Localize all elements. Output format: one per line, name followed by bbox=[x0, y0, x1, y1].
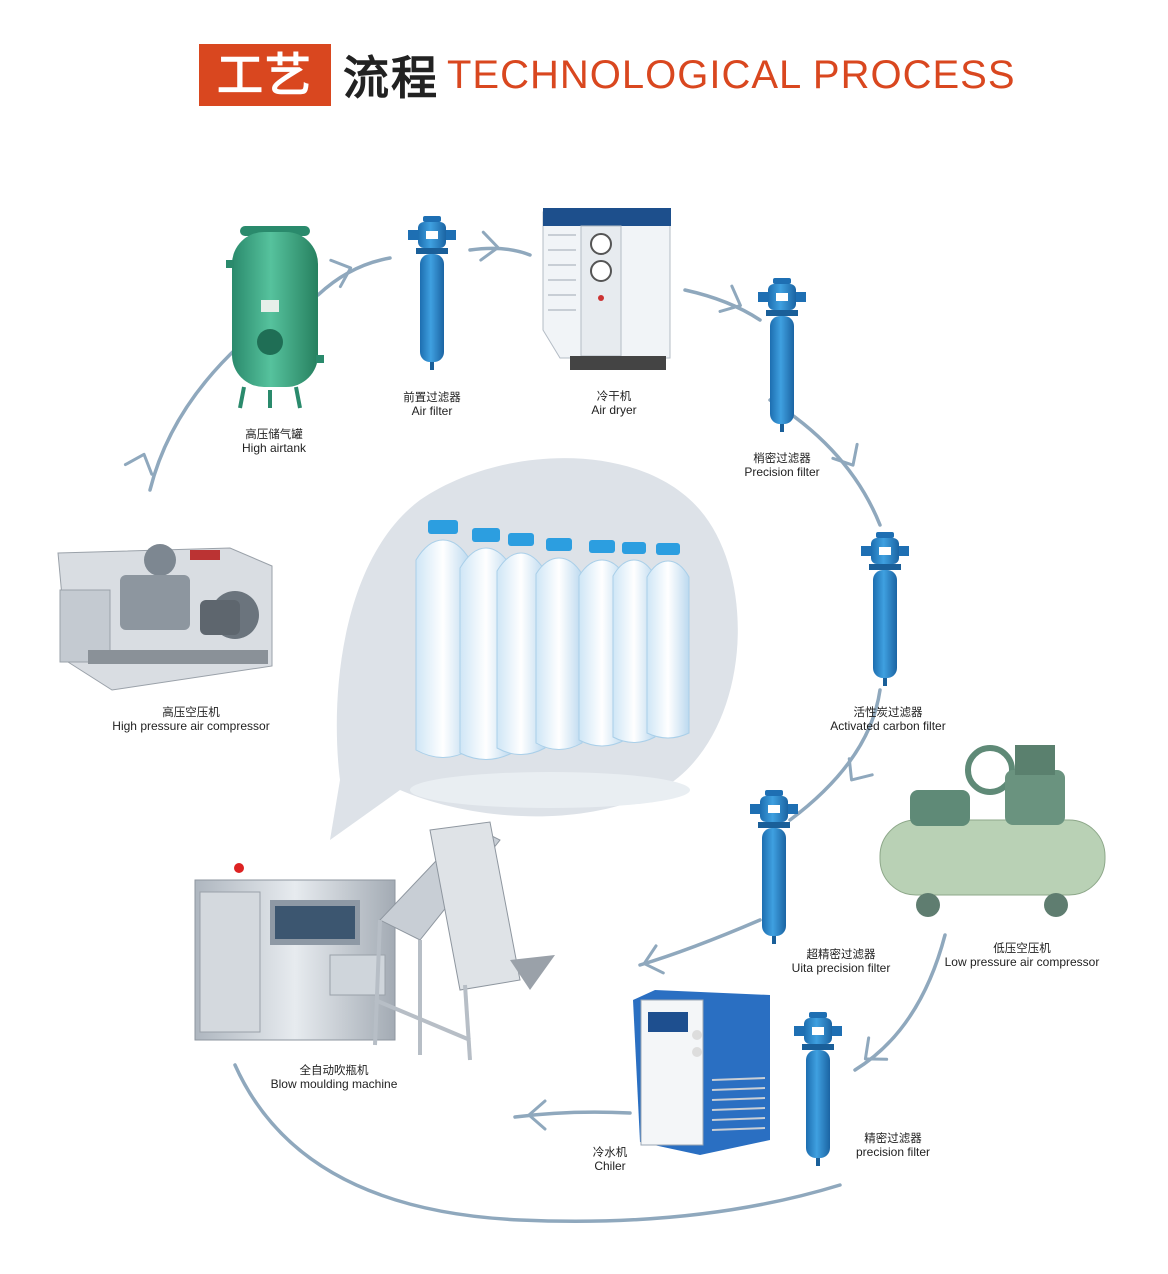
flow-line-precision-to-chiller bbox=[513, 1110, 632, 1119]
arrowhead bbox=[123, 448, 159, 476]
air-filter-image bbox=[408, 216, 456, 370]
label-en: Low pressure air compressor bbox=[944, 955, 1100, 969]
label-air-dryer: 冷干机 Air dryer bbox=[591, 389, 636, 417]
high-airtank-image bbox=[226, 226, 324, 409]
label-cn: 超精密过滤器 bbox=[806, 947, 876, 961]
label-cn: 高压空压机 bbox=[162, 705, 220, 719]
label-cn: 高压储气罐 bbox=[245, 427, 303, 441]
label-precision-filter-1: 梢密过滤器 Precision filter bbox=[744, 451, 819, 479]
flow-line-dryer-to-precision bbox=[683, 288, 762, 322]
label-cn: 低压空压机 bbox=[993, 941, 1051, 955]
label-chiller: 冷水机 Chiler bbox=[593, 1145, 628, 1173]
low-pressure-compressor-image bbox=[879, 745, 1106, 917]
label-cn: 活性炭过滤器 bbox=[853, 705, 923, 719]
flow-line-uita-to-blower bbox=[638, 918, 762, 967]
label-cn: 精密过滤器 bbox=[864, 1131, 922, 1145]
water-bottles-image bbox=[410, 520, 690, 808]
flow-lines bbox=[148, 246, 947, 1224]
high-pressure-compressor-image bbox=[57, 544, 273, 691]
label-en: Air dryer bbox=[591, 403, 637, 417]
flow-line-compressor-to-tank bbox=[148, 343, 242, 492]
label-low-pressure-compressor: 低压空压机 Low pressure air compressor bbox=[945, 941, 1100, 969]
label-cn: 全自动吹瓶机 bbox=[299, 1063, 369, 1077]
label-high-pressure-compressor: 高压空压机 High pressure air compressor bbox=[112, 705, 269, 733]
label-high-airtank: 高压储气罐 High airtank bbox=[242, 427, 306, 455]
label-cn: 冷干机 bbox=[596, 389, 632, 403]
label-en: precision filter bbox=[855, 1145, 931, 1159]
page-title: 工艺 流程 TECHNOLOGICAL PROCESS bbox=[199, 44, 1016, 106]
title-cn: 流程 bbox=[343, 51, 439, 105]
air-dryer-image bbox=[542, 208, 671, 370]
label-en: Uita precision filter bbox=[791, 961, 891, 975]
label-en: Chiler bbox=[594, 1159, 626, 1173]
precision-filter-2-image bbox=[794, 1012, 842, 1166]
flow-line-return-loop bbox=[233, 1063, 842, 1224]
label-en: High airtank bbox=[241, 441, 307, 455]
blow-moulding-machine-image bbox=[194, 821, 555, 1061]
title-en: TECHNOLOGICAL PROCESS bbox=[447, 52, 1016, 97]
label-cn: 冷水机 bbox=[592, 1145, 628, 1159]
label-en: High pressure air compressor bbox=[112, 719, 270, 733]
bottles-bubble bbox=[330, 458, 738, 840]
label-en: Blow moulding machine bbox=[270, 1077, 398, 1091]
label-activated-carbon-filter: 活性炭过滤器 Activated carbon filter bbox=[830, 705, 945, 733]
precision-filter-1-image bbox=[758, 278, 806, 432]
label-blow-moulding-machine: 全自动吹瓶机 Blow moulding machine bbox=[271, 1063, 398, 1091]
label-air-filter: 前置过滤器 Air filter bbox=[403, 390, 461, 418]
label-en: Air filter bbox=[411, 404, 453, 418]
activated-carbon-filter-image bbox=[861, 532, 909, 686]
label-precision-filter-2: 精密过滤器 precision filter bbox=[856, 1131, 930, 1159]
flow-line-tank-to-filter bbox=[316, 256, 392, 297]
arrowhead bbox=[838, 757, 874, 790]
chiller-image bbox=[633, 990, 770, 1155]
label-en: Precision filter bbox=[744, 465, 820, 479]
title-box: 工艺 bbox=[199, 44, 331, 106]
label-uita-precision-filter: 超精密过滤器 Uita precision filter bbox=[792, 947, 891, 975]
label-en: Activated carbon filter bbox=[830, 719, 946, 733]
flow-line-filter-to-dryer bbox=[468, 246, 532, 257]
flow-line-carbon-to-uita bbox=[788, 688, 882, 822]
label-cn: 梢密过滤器 bbox=[753, 451, 811, 465]
label-cn: 前置过滤器 bbox=[403, 390, 461, 404]
